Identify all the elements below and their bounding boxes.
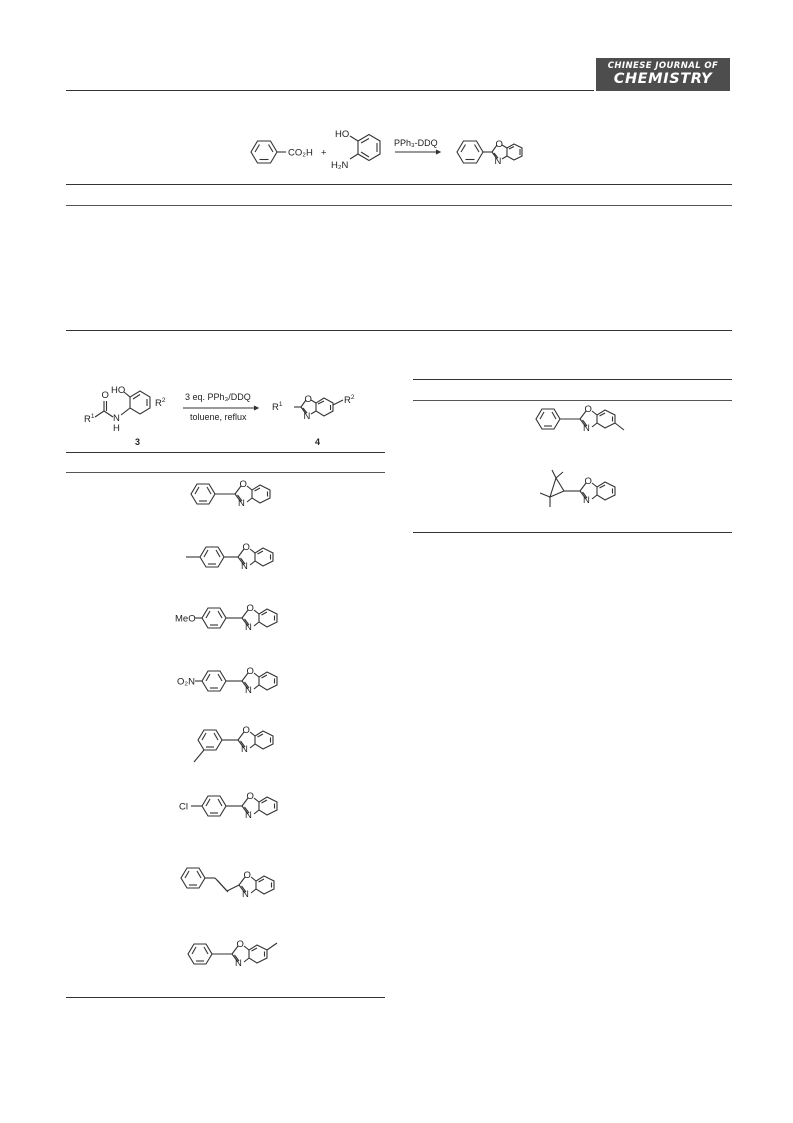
scheme2-product-r1: R1	[272, 401, 283, 413]
scheme2-ho: HO	[111, 385, 125, 396]
scheme2-reagent-top: 3 eq. PPh₃/DDQ	[185, 392, 251, 402]
product-2-n: N	[241, 561, 248, 572]
product-4-prefix: O₂N	[177, 677, 195, 688]
product-structure-5: O N	[193, 725, 274, 763]
product-1-n: N	[238, 498, 245, 509]
scheme1-reagent: PPh₃-DDQ	[394, 138, 438, 148]
table1-header-rule	[66, 205, 732, 206]
scheme1-h2n: H₂N	[331, 160, 349, 171]
product-structure-3: MeO O N	[175, 603, 278, 633]
product-6-n: N	[245, 810, 252, 821]
product-5-n: N	[241, 744, 248, 755]
product-3-o: O	[247, 603, 254, 614]
product-4-o: O	[247, 666, 254, 677]
product-structure-2: O N	[186, 542, 274, 572]
right-product-1-o: O	[585, 404, 592, 415]
product-6-prefix: Cl	[179, 802, 188, 813]
journal-badge-line2: CHEMISTRY	[613, 71, 713, 87]
table3-top-rule	[413, 379, 732, 380]
product-structure-4: O₂N O N	[177, 666, 278, 696]
journal-badge: CHINESE JOURNAL OF CHEMISTRY	[596, 58, 730, 91]
table2-bottom-rule	[66, 997, 385, 998]
scheme2-product-r2: R2	[344, 394, 355, 406]
scheme1-plus: +	[321, 148, 327, 159]
product-3-n: N	[245, 622, 252, 633]
product-structure-1: O N	[190, 479, 271, 509]
table1-top-rule	[66, 184, 732, 185]
scheme-2: HO O R1 N H R2 3 eq. PPh₃/DDQ toluene, r…	[84, 385, 355, 447]
scheme1-product-o: O	[496, 139, 503, 150]
scheme2-carbonyl-o: O	[102, 390, 109, 401]
right-product-2-o: O	[585, 476, 592, 487]
product-2-o: O	[243, 542, 250, 553]
product-4-n: N	[245, 685, 252, 696]
product-structure-8: O N	[187, 939, 278, 969]
table3-bottom-rule	[413, 532, 732, 533]
scheme2-product-o: O	[305, 394, 312, 405]
table2-top-rule	[66, 452, 385, 453]
scheme2-r1: R1	[84, 413, 95, 425]
right-product-structure-2: O N	[539, 469, 616, 507]
product-8-o: O	[237, 939, 244, 950]
scheme2-r2: R2	[155, 397, 166, 409]
product-3-prefix: MeO	[175, 614, 196, 625]
journal-badge-line1: CHINESE JOURNAL OF	[607, 61, 719, 71]
table2-header-rule	[66, 472, 385, 473]
product-6-o: O	[247, 791, 254, 802]
product-1-o: O	[240, 479, 247, 490]
table1-bottom-rule	[66, 330, 732, 331]
scheme1-product-n: N	[495, 156, 502, 167]
product-7-o: O	[244, 870, 251, 881]
right-product-1-n: N	[583, 423, 590, 434]
right-product-2-n: N	[583, 495, 590, 506]
product-5-o: O	[243, 725, 250, 736]
table3-header-rule	[413, 400, 732, 401]
scheme1-ho: HO	[335, 129, 349, 140]
product-7-n: N	[242, 889, 249, 900]
scheme2-nh-h: H	[113, 423, 120, 434]
scheme2-product-n: N	[304, 411, 311, 422]
product-structure-6: Cl O N	[179, 791, 278, 821]
scheme2-compound-3: 3	[135, 437, 140, 447]
scheme1-co2h: CO₂H	[288, 148, 313, 159]
product-8-n: N	[235, 958, 242, 969]
header-rule	[66, 90, 594, 91]
scheme2-reagent-bottom: toluene, reflux	[190, 412, 247, 422]
scheme2-nh-n: N	[113, 413, 120, 424]
product-structure-7: O N	[180, 867, 275, 900]
right-product-structure-1: O N	[535, 404, 625, 434]
scheme2-compound-4: 4	[315, 437, 320, 447]
scheme-1: CO₂H + HO H₂N PPh₃-DDQ O N	[250, 129, 523, 171]
